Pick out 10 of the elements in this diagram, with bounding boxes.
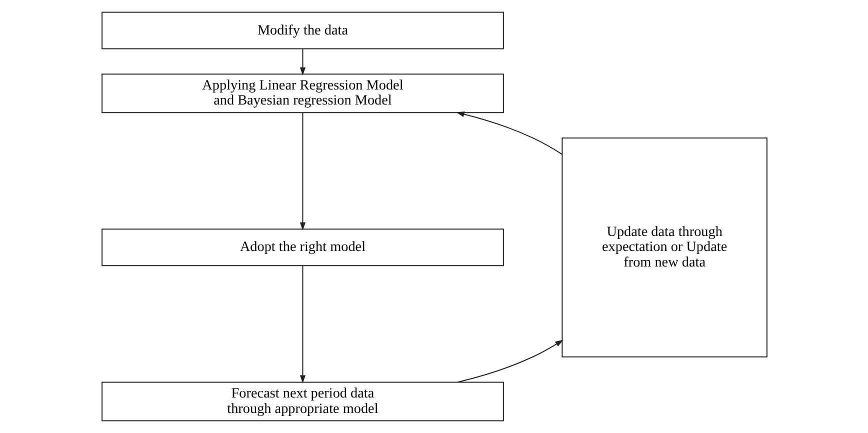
node-box: Update data through expectation or Update from new data [561,137,767,358]
node-box: Applying Linear Regression Model and Bayesian regression Model [101,74,504,114]
arrow [299,112,306,230]
arrow [299,266,306,384]
node-box: Adopt the right model [101,228,504,266]
arrow [299,48,306,76]
node-box: Forecast next period data through appropriate model [101,382,504,422]
arrow [457,340,563,383]
arrow [456,111,562,155]
node-box: Modify the data [101,12,504,50]
